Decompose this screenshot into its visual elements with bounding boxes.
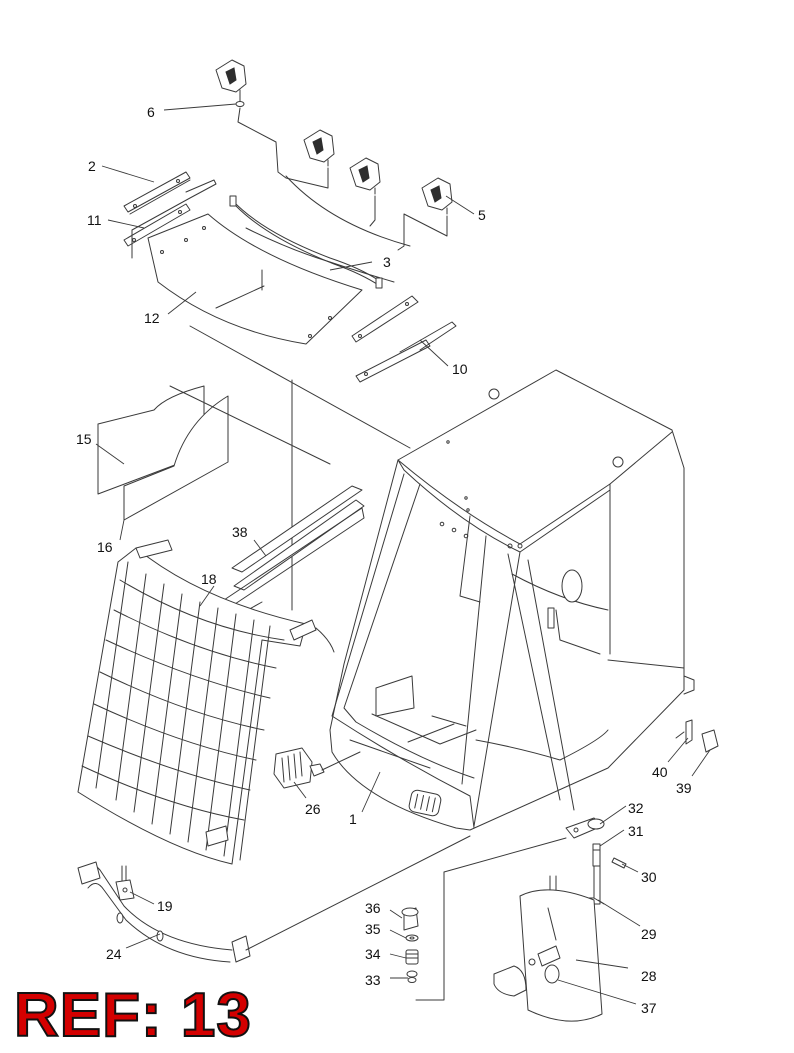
roof-strip-10a <box>351 295 419 343</box>
callout-33: 33 <box>365 972 381 988</box>
callout-6: 6 <box>147 104 155 120</box>
assembly-line-roof <box>189 325 411 449</box>
callout-3: 3 <box>383 254 391 270</box>
reference-label: REF: 13 <box>13 981 252 1050</box>
callout-19: 19 <box>157 898 173 914</box>
callout-15: 15 <box>76 431 92 447</box>
front-grille-18 <box>77 539 335 865</box>
work-light-b <box>349 157 381 195</box>
callout-1: 1 <box>349 811 357 827</box>
callout-36: 36 <box>365 900 381 916</box>
callout-26: 26 <box>305 801 321 817</box>
roof-panel-12 <box>147 213 363 345</box>
callout-37: 37 <box>641 1000 657 1016</box>
callout-40: 40 <box>652 764 668 780</box>
latch-39 <box>701 729 719 753</box>
leader-lines <box>95 103 711 1005</box>
latch-40 <box>675 719 693 745</box>
spring-pin-30 <box>611 857 627 869</box>
callout-labels: 6 2 11 3 5 10 12 15 16 38 18 19 24 26 1 … <box>76 104 692 1016</box>
wiper-bar-38 <box>223 485 365 621</box>
washer-33 <box>406 970 418 983</box>
callout-32: 32 <box>628 800 644 816</box>
mirror-clamp <box>493 965 527 997</box>
work-light-6 <box>215 59 247 107</box>
callout-18: 18 <box>201 571 217 587</box>
callout-16: 16 <box>97 539 113 555</box>
work-light-a <box>303 129 335 167</box>
assembly-line-rail <box>245 835 471 951</box>
callout-34: 34 <box>365 946 381 962</box>
bracket-19 <box>115 865 135 901</box>
callout-2: 2 <box>88 158 96 174</box>
roof-rail-3 <box>229 175 411 289</box>
callout-30: 30 <box>641 869 657 885</box>
callout-11: 11 <box>87 212 102 228</box>
work-light-5 <box>421 177 453 215</box>
roof-strip-2 <box>123 171 191 215</box>
handrail-24 <box>77 861 251 963</box>
light-mount-lines <box>237 107 329 189</box>
mirror-28 <box>519 889 603 1022</box>
callout-28: 28 <box>641 968 657 984</box>
callout-24: 24 <box>106 946 122 962</box>
bushing-34 <box>405 949 419 965</box>
mirror-bracket-32 <box>565 817 605 839</box>
hardware-36 <box>401 907 419 931</box>
assembly-line-mirror <box>415 837 567 1001</box>
side-window-16 <box>123 395 229 521</box>
callout-35: 35 <box>365 921 381 937</box>
mirror-pin-31 <box>592 843 601 867</box>
callout-29: 29 <box>641 926 657 942</box>
light-mount-lines-2 <box>369 195 376 227</box>
callout-12: 12 <box>144 310 160 326</box>
callout-38: 38 <box>232 524 248 540</box>
roof-bracket-left <box>131 179 217 259</box>
cab-body-1 <box>329 369 695 831</box>
light-mount-lines-3 <box>397 213 448 251</box>
callout-39: 39 <box>676 780 692 796</box>
lamp-26 <box>273 747 361 789</box>
callout-31: 31 <box>628 823 644 839</box>
callout-5: 5 <box>478 207 486 223</box>
washer-35 <box>405 934 419 942</box>
callout-10: 10 <box>452 361 468 377</box>
assembly-line-window <box>169 385 331 465</box>
roof-strip-10b <box>355 321 457 383</box>
